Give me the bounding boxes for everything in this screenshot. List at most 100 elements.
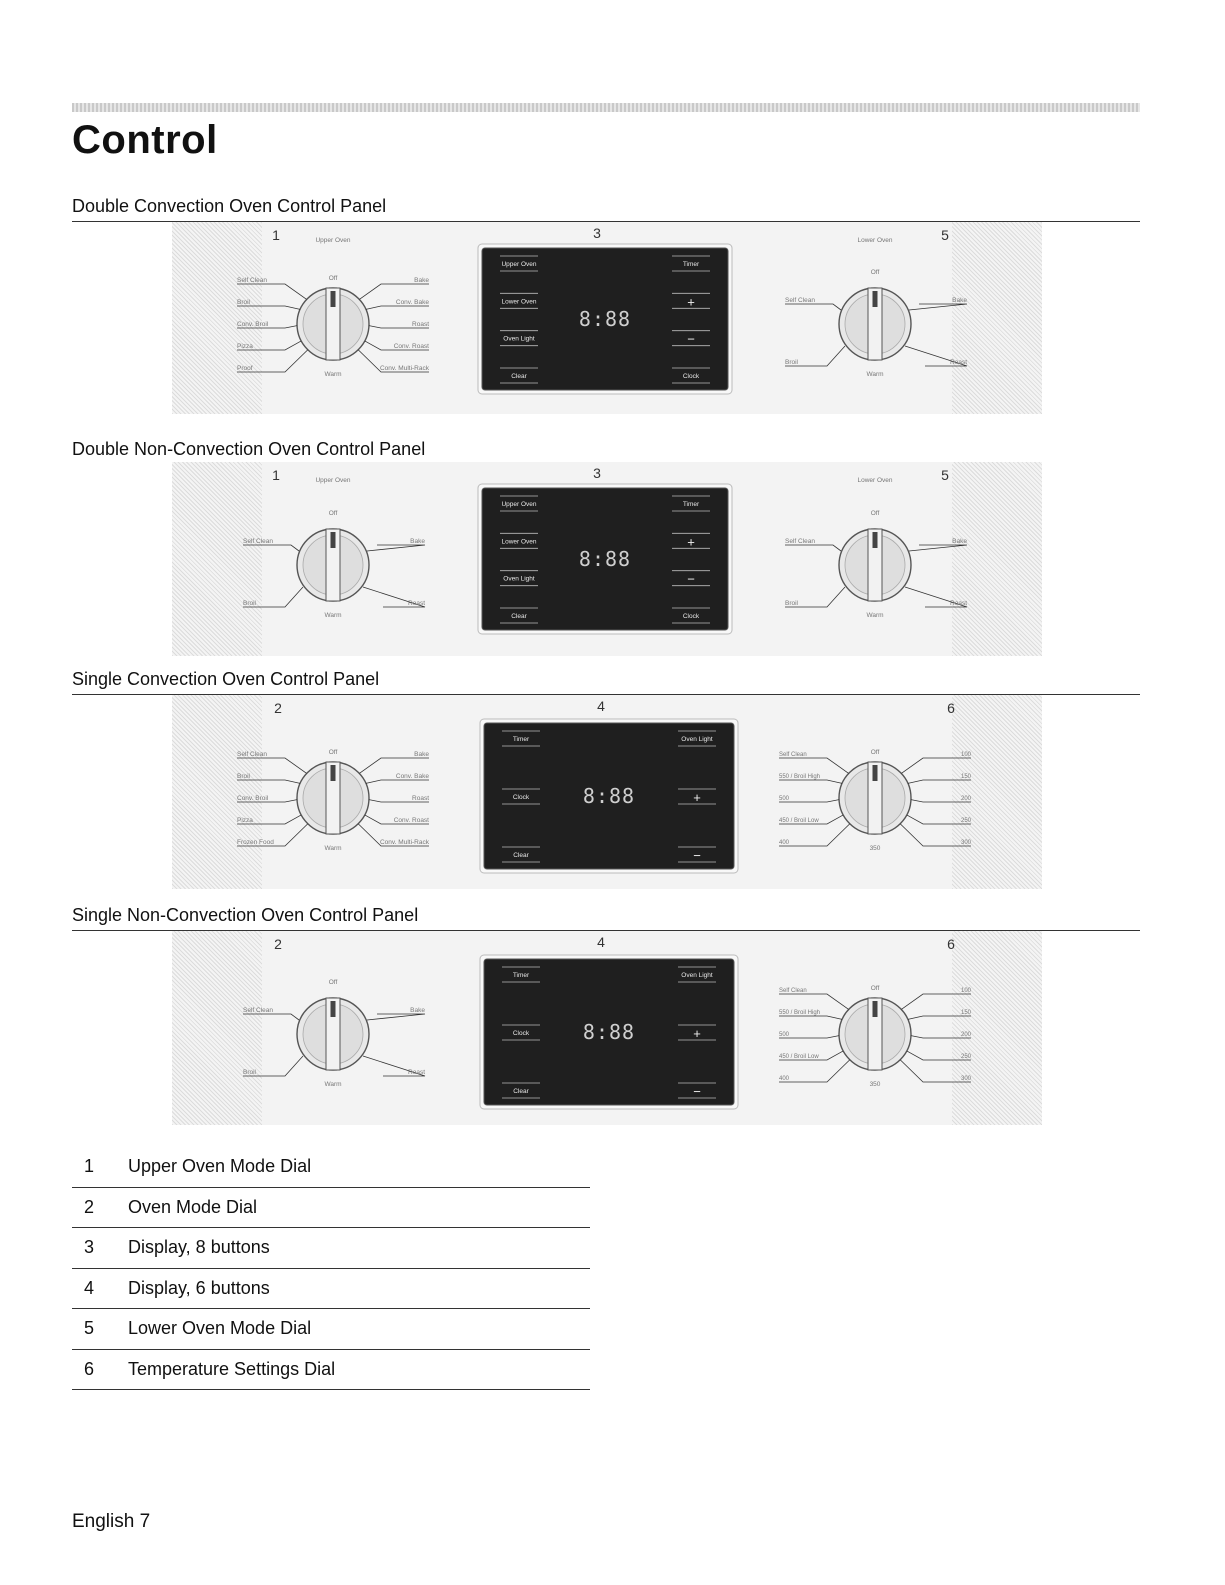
- display-button[interactable]: Upper Oven: [500, 495, 538, 512]
- control-display: [479, 718, 739, 874]
- display-button[interactable]: Oven Light: [500, 570, 538, 587]
- display-button[interactable]: Timer: [502, 966, 540, 983]
- dial-header: Upper Oven: [315, 237, 350, 244]
- callout-number: 4: [597, 934, 605, 950]
- dial-label: Self Clean: [237, 751, 267, 758]
- minus-button[interactable]: −: [678, 1082, 716, 1099]
- legend-text: Upper Oven Mode Dial: [128, 1156, 312, 1177]
- dial-label: Off: [871, 985, 880, 992]
- dial-label: Broil: [243, 1069, 257, 1076]
- mode-dial[interactable]: [838, 761, 912, 835]
- button-label: Timer: [683, 261, 700, 268]
- display-button[interactable]: Oven Light: [500, 330, 538, 347]
- display-button[interactable]: Clock: [672, 607, 710, 624]
- dial-grip: [867, 287, 883, 361]
- display-button[interactable]: Clock: [672, 367, 710, 384]
- display-button[interactable]: Clear: [500, 367, 538, 384]
- leader-line: [243, 1055, 304, 1077]
- dial-label: Conv. Roast: [394, 817, 429, 824]
- mode-dial[interactable]: [838, 997, 912, 1071]
- dial-label: Frozen Food: [237, 839, 274, 846]
- dial-grip: [867, 761, 883, 835]
- leader-line: [779, 779, 843, 784]
- leader-line: [366, 1013, 426, 1021]
- button-label: Clock: [683, 373, 700, 380]
- dial-label: Conv. Bake: [396, 299, 430, 306]
- leader-line: [904, 586, 968, 608]
- dial-label: 550 / Broil High: [779, 1010, 820, 1016]
- display-button[interactable]: Clock: [502, 788, 540, 805]
- dial-label: Proof: [237, 365, 253, 372]
- legend-text: Lower Oven Mode Dial: [128, 1318, 312, 1339]
- plus-button[interactable]: +: [672, 532, 710, 549]
- display-button[interactable]: Clear: [502, 1082, 540, 1099]
- display-readout: 8:88: [583, 784, 635, 808]
- leader-line: [359, 283, 429, 300]
- display-button[interactable]: Lower Oven: [500, 292, 538, 309]
- dial-label: Warm: [866, 371, 883, 378]
- dial-label: Bake: [410, 538, 425, 545]
- display-button[interactable]: Upper Oven: [500, 255, 538, 272]
- leader-line: [362, 1055, 426, 1077]
- legend-text: Oven Mode Dial: [128, 1196, 258, 1217]
- dial-label: Roast: [950, 359, 967, 366]
- button-label: −: [693, 1084, 701, 1099]
- leader-line: [237, 814, 302, 825]
- dial-label: 350: [870, 845, 881, 852]
- dial-label: 500: [779, 1032, 790, 1038]
- mode-dial[interactable]: [296, 528, 370, 602]
- display-button[interactable]: Oven Light: [678, 730, 716, 747]
- minus-button[interactable]: −: [678, 846, 716, 863]
- display-button[interactable]: Timer: [672, 255, 710, 272]
- mode-dial[interactable]: [838, 287, 912, 361]
- minus-button[interactable]: −: [672, 570, 710, 587]
- dial-pointer: [872, 765, 878, 781]
- plus-button[interactable]: +: [678, 1024, 716, 1041]
- dial-label: 400: [779, 1076, 790, 1082]
- dial-label: Off: [329, 275, 338, 282]
- leader-line: [904, 345, 968, 367]
- display-button[interactable]: Clock: [502, 1024, 540, 1041]
- dial-label: 250: [961, 818, 972, 824]
- leader-line: [907, 1015, 971, 1020]
- display-button[interactable]: Timer: [672, 495, 710, 512]
- legend-text: Display, 8 buttons: [128, 1237, 270, 1258]
- button-label: Clock: [513, 1030, 530, 1037]
- dial-label: Bake: [952, 297, 967, 304]
- control-display: [479, 954, 739, 1110]
- minus-button[interactable]: −: [672, 330, 710, 347]
- dial-label: 200: [961, 1032, 972, 1038]
- dial-label: Conv. Roast: [394, 343, 429, 350]
- leader-line: [237, 349, 309, 373]
- dial-label: Bake: [414, 277, 429, 284]
- control-display: [477, 243, 733, 395]
- section-rule: [72, 930, 1140, 931]
- dial-label: 150: [961, 774, 972, 780]
- dial-label: 300: [961, 1076, 972, 1082]
- mode-dial[interactable]: [296, 761, 370, 835]
- leader-line: [907, 779, 971, 784]
- mode-dial[interactable]: [296, 287, 370, 361]
- display-button[interactable]: Clear: [500, 607, 538, 624]
- display-button[interactable]: Oven Light: [678, 966, 716, 983]
- dial-pointer: [872, 532, 878, 548]
- display-button[interactable]: Lower Oven: [500, 532, 538, 549]
- legend-number: 2: [84, 1196, 95, 1217]
- mode-dial[interactable]: [296, 997, 370, 1071]
- mode-dial[interactable]: [838, 528, 912, 602]
- dial-label: Broil: [237, 299, 251, 306]
- button-label: Clear: [511, 613, 527, 620]
- leader-line: [779, 1050, 844, 1061]
- plus-button[interactable]: +: [672, 292, 710, 309]
- section-title-double-convection: Double Convection Oven Control Panel: [72, 196, 387, 216]
- display-button[interactable]: Timer: [502, 730, 540, 747]
- leader-line: [908, 303, 968, 311]
- display-button[interactable]: Clear: [502, 846, 540, 863]
- callout-number: 4: [597, 698, 605, 714]
- leader-line: [357, 349, 429, 373]
- callout-number: 5: [941, 227, 949, 243]
- plus-button[interactable]: +: [678, 788, 716, 805]
